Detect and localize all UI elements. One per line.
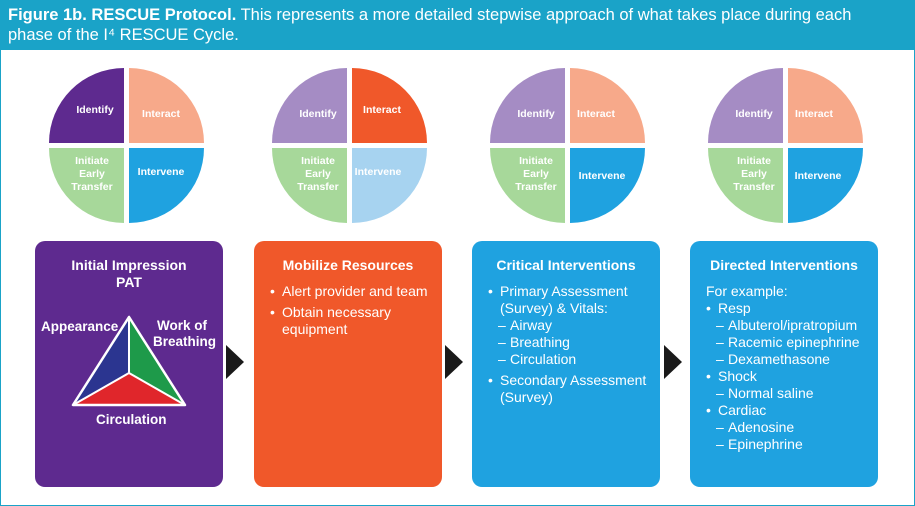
label-interact: Interact (363, 104, 401, 116)
list-item: Albuterol/ipratropium (716, 317, 870, 334)
label-transfer-2: Early (79, 168, 105, 180)
pat-triangle-circulation (73, 373, 185, 405)
box-title: Critical Interventions (496, 257, 636, 273)
cycle-wheel-interact: Identify Interact Intervene Initiate Ear… (272, 68, 432, 228)
label-identify: Identify (299, 108, 336, 120)
figure-header: Figure 1b. RESCUE Protocol. This represe… (0, 0, 915, 50)
arrow-right-icon (226, 345, 244, 379)
wheel-quadrant-identify (49, 68, 124, 143)
figure-label: Figure 1b. RESCUE Protocol. (8, 6, 237, 24)
title-line-1: Initial Impression (71, 257, 187, 273)
wheel-quadrant-identify (708, 68, 783, 143)
list-item: Resp (706, 300, 870, 317)
label-transfer-1: Initiate (75, 155, 109, 167)
wheel-quadrant-identify (490, 68, 565, 143)
wheel-quadrant-interact (570, 68, 645, 143)
label-transfer-2: Early (741, 168, 767, 180)
label-interact: Interact (142, 108, 180, 120)
box-critical-interventions: Critical Interventions Primary Assessmen… (472, 241, 660, 487)
list-item: Dexamethasone (716, 351, 870, 368)
list-item: Epinephrine (716, 436, 870, 453)
box-title: Mobilize Resources (282, 257, 414, 273)
list-item: equipment (282, 321, 348, 337)
list-item: Airway (498, 317, 652, 334)
label-identify: Identify (735, 108, 772, 120)
wheel-quadrant-intervene (129, 148, 204, 223)
box-list: Alert provider and team Obtain necessary… (270, 283, 434, 338)
list-item: Alert provider and team (270, 283, 434, 300)
list-item: Secondary Assessment (488, 372, 652, 389)
list-item: Breathing (498, 334, 652, 351)
cycle-wheel-intervene-2: Identify Interact Intervene Initiate Ear… (708, 68, 868, 228)
wheel-quadrant-intervene (570, 148, 645, 223)
box-directed-interventions: Directed Interventions For example: Resp… (690, 241, 878, 487)
wheel-quadrant-transfer (708, 148, 783, 223)
list-item: Racemic epinephrine (716, 334, 870, 351)
list-item: Obtain necessary (270, 304, 434, 321)
pat-label-appearance: Appearance (41, 319, 119, 334)
list-item: Cardiac (706, 402, 870, 419)
caption-line-2: phase of the I⁴ RESCUE Cycle. (8, 26, 239, 44)
box-title: Initial Impression PAT (35, 257, 223, 291)
wheel-quadrant-identify (272, 68, 347, 143)
label-transfer-3: Transfer (71, 181, 112, 193)
list-item: Primary Assessment (488, 283, 652, 300)
caption-line-1: Figure 1b. RESCUE Protocol. This represe… (8, 5, 851, 25)
title-line-2: PAT (116, 274, 142, 290)
box-title: Directed Interventions (710, 257, 858, 273)
cycle-wheel-identify: Identify Interact Intervene Initiate Ear… (49, 68, 209, 228)
cycle-wheel-intervene-1: Identify Interact Intervene Initiate Ear… (490, 68, 650, 228)
label-intervene: Intervene (138, 166, 185, 178)
label-identify: Identify (517, 108, 554, 120)
box-initial-impression: Initial Impression PAT Appearance Work o… (35, 241, 223, 487)
pat-label-work-of-breathing: Work of Breathing (153, 318, 216, 350)
pat-label-work-line-2: Breathing (153, 334, 217, 349)
list-item: For example: (706, 283, 788, 299)
pat-label-circulation: Circulation (96, 412, 167, 427)
caption-text-1: This represents a more detailed stepwise… (236, 6, 852, 24)
box-mobilize-resources: Mobilize Resources Alert provider and te… (254, 241, 442, 487)
wheel-quadrant-intervene (788, 148, 863, 223)
pat-label-work-line-1: Work of (157, 318, 207, 333)
pat-triangle (71, 315, 187, 407)
label-transfer-3: Transfer (733, 181, 774, 193)
box-list: Primary Assessment (Survey) & Vitals: Ai… (488, 283, 652, 406)
list-item: (Survey) & Vitals: (500, 300, 608, 316)
wheel-quadrant-intervene (352, 148, 427, 223)
arrow-right-icon (664, 345, 682, 379)
label-intervene: Intervene (795, 170, 842, 182)
label-transfer-2: Early (523, 168, 549, 180)
label-transfer-2: Early (305, 168, 331, 180)
label-transfer-1: Initiate (301, 155, 335, 167)
wheel-quadrant-transfer (272, 148, 347, 223)
list-item: Circulation (498, 351, 652, 368)
list-item: (Survey) (500, 389, 553, 405)
list-item: Adenosine (716, 419, 870, 436)
label-transfer-3: Transfer (297, 181, 338, 193)
label-intervene: Intervene (355, 166, 402, 178)
wheel-quadrant-interact (129, 68, 204, 143)
wheel-quadrant-interact (352, 68, 427, 143)
list-item: Shock (706, 368, 870, 385)
wheel-quadrant-transfer (490, 148, 565, 223)
label-intervene: Intervene (579, 170, 626, 182)
label-transfer-3: Transfer (515, 181, 556, 193)
label-transfer-1: Initiate (519, 155, 553, 167)
arrow-right-icon (445, 345, 463, 379)
label-identify: Identify (76, 104, 113, 116)
label-interact: Interact (795, 108, 833, 120)
label-interact: Interact (577, 108, 615, 120)
box-list: For example: Resp Albuterol/ipratropium … (706, 283, 870, 453)
wheel-quadrant-interact (788, 68, 863, 143)
list-item: Normal saline (716, 385, 870, 402)
label-transfer-1: Initiate (737, 155, 771, 167)
wheel-quadrant-transfer (49, 148, 124, 223)
